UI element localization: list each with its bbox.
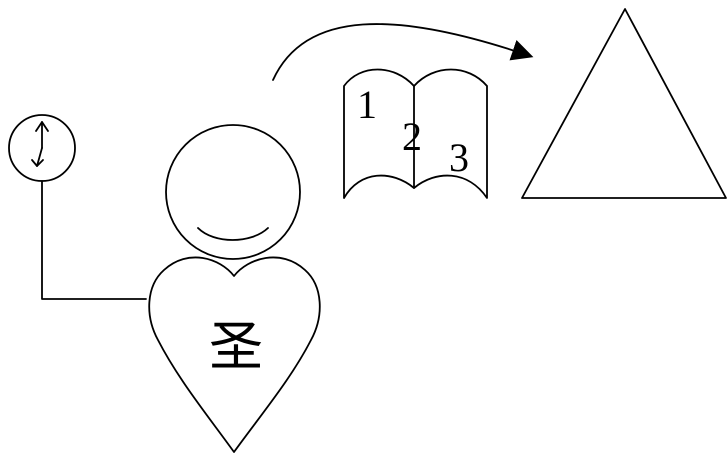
- book-page-number-3: 3: [449, 135, 469, 180]
- curved-arrow-icon: [273, 24, 530, 80]
- triangle-icon: [522, 9, 726, 198]
- smiley-face-icon: [166, 125, 300, 259]
- heart-icon: 圣: [149, 257, 320, 452]
- clock-icon: [9, 115, 75, 181]
- clock-connector-line: [42, 181, 146, 299]
- book-page-number-2: 2: [402, 114, 422, 159]
- open-book-icon: 1 2 3: [344, 70, 487, 199]
- book-page-number-1: 1: [357, 82, 377, 127]
- heart-character: 圣: [209, 315, 263, 378]
